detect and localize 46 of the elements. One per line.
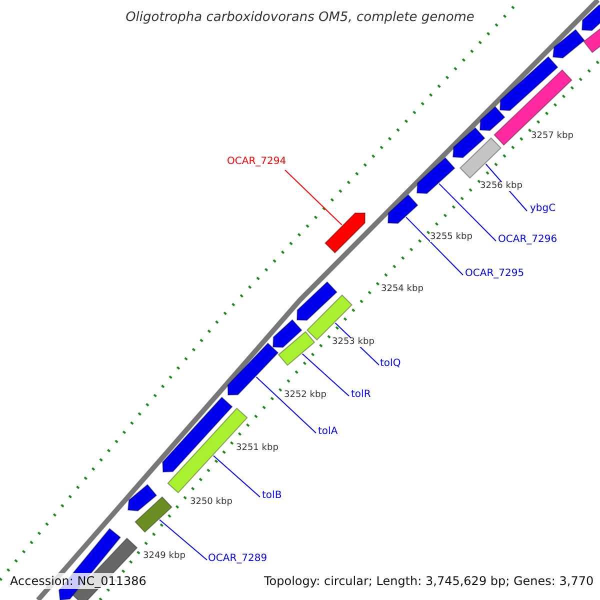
leader-line (438, 183, 496, 242)
gene-feature (296, 281, 338, 321)
gene-label: OCAR_7289 (208, 554, 268, 564)
scale-label: 3256 kbp (480, 182, 522, 191)
gene-feature (581, 4, 600, 31)
scale-label: 3251 kbp (236, 444, 278, 453)
genome-summary-text: Topology: circular; Length: 3,745,629 bp; Genes: 3,770 (262, 573, 596, 589)
gene-feature (479, 106, 506, 131)
leader-line (159, 519, 208, 560)
gene-feature (272, 319, 302, 348)
gene-label: OCAR_7294 (227, 157, 286, 167)
gene-feature (162, 396, 233, 473)
accession-text: Accession: NC_011386 (8, 573, 148, 589)
gene-feature (227, 342, 279, 396)
leader-line (213, 455, 260, 498)
gene-feature (127, 484, 158, 512)
diagram-title: Oligotropha carboxidovorans OM5, complete genome (124, 11, 476, 24)
scale-label: 3250 kbp (190, 498, 232, 507)
gene-feature (552, 28, 586, 59)
gene-label: tolQ (380, 359, 401, 369)
scale-label: 3255 kbp (430, 233, 472, 242)
gene-label: ybgC (530, 204, 556, 214)
gene-label: tolA (318, 427, 338, 437)
scale-label: 3249 kbp (143, 552, 186, 561)
scale-label: 3253 kbp (332, 338, 374, 347)
gene-label: tolB (262, 491, 282, 501)
gene-feature (499, 56, 558, 111)
leader-line (256, 376, 316, 434)
gene-feature (459, 137, 502, 179)
scale-label: 3257 kbp (531, 132, 574, 141)
leader-line (284, 170, 342, 226)
gene-feature (387, 194, 418, 224)
scale-label: 3254 kbp (381, 285, 424, 294)
leader-line (406, 216, 464, 276)
gene-label: tolR (351, 390, 371, 400)
gene-feature (324, 212, 366, 254)
gene-label: OCAR_7295 (465, 269, 524, 279)
gene-feature (134, 496, 172, 533)
gene-feature (278, 331, 316, 366)
gene-feature (583, 26, 600, 54)
scale-label: 3252 kbp (284, 391, 326, 400)
leader-line (302, 353, 350, 396)
gene-label: OCAR_7296 (498, 235, 558, 245)
gene-feature (452, 127, 486, 158)
gene-feature (416, 157, 456, 194)
gene-feature (494, 69, 572, 146)
